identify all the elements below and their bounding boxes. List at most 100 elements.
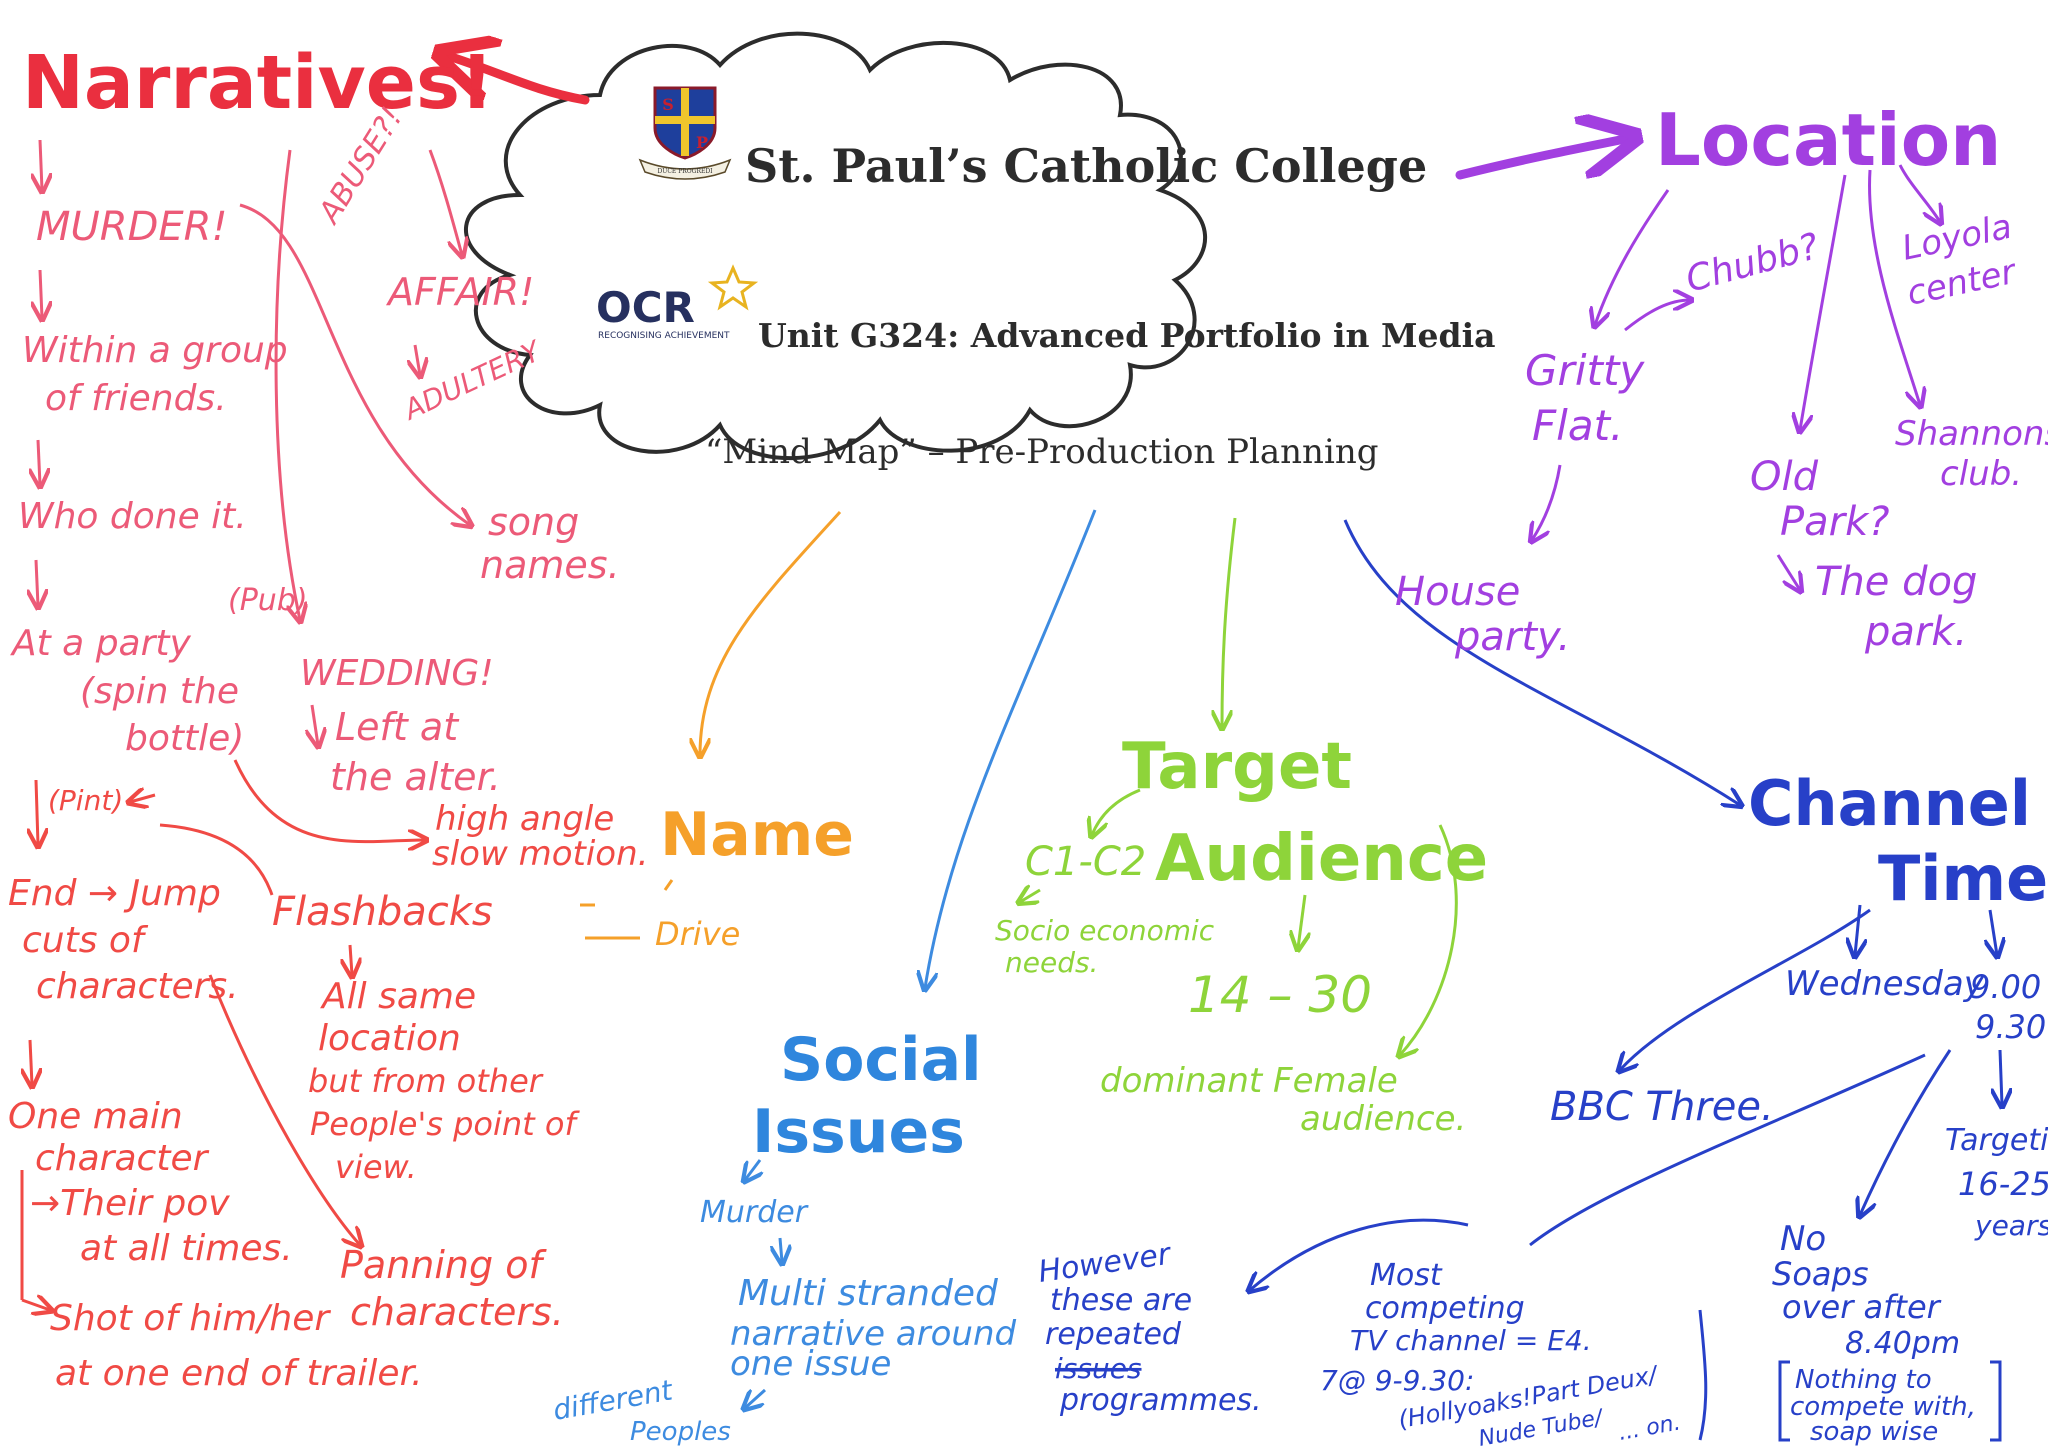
song-names-line2: names.	[480, 543, 620, 587]
social-title-line1: Social	[780, 1025, 982, 1095]
arrow-to-narratives	[445, 55, 590, 105]
no-soaps-line3: over after	[1782, 1288, 1942, 1326]
target-title-line2: Audience	[1155, 822, 1488, 896]
different-peoples-line2: Peoples	[630, 1417, 731, 1447]
shannons-line1: Shannons	[1895, 414, 2048, 454]
arrow-to-channel	[1343, 519, 1740, 805]
party-line3: bottle)	[125, 718, 244, 759]
arrow-to-location	[1455, 138, 1630, 180]
panning-line1: Panning of	[340, 1243, 547, 1287]
name-title: Name	[660, 800, 854, 870]
however-line1: However	[1036, 1237, 1174, 1290]
location-branch: Location Chubb? Loyola center Gritty Fla…	[1395, 98, 2048, 660]
targeting-line1: Targeting	[1945, 1123, 2048, 1158]
social-title-line2: Issues	[752, 1097, 965, 1167]
affair-label: AFFAIR!	[385, 270, 534, 314]
no-soaps-line4: 8.40pm	[1845, 1326, 1960, 1361]
dog-park-line2: park.	[1864, 609, 1967, 655]
arrow-to-target	[1222, 517, 1237, 727]
house-party-line2: party.	[1454, 614, 1570, 660]
unit-title: Unit G324: Advanced Portfolio in Media	[758, 316, 1496, 355]
central-cloud: S P DUCE PROGREDI St. Paul’s Catholic Co…	[464, 31, 1496, 472]
however-line5: programmes.	[1059, 1383, 1262, 1418]
ocr-logo: OCR RECOGNISING ACHIEVEMENT	[596, 264, 759, 341]
one-main-line2: character	[35, 1138, 210, 1179]
dominant-female-line1: dominant Female	[1100, 1061, 1398, 1101]
multi-stranded-line3: one issue	[730, 1344, 891, 1384]
name-drive: Drive	[655, 915, 740, 953]
end-jump-line2: cuts of	[22, 920, 149, 961]
most-competing-line3: TV channel = E4.	[1350, 1324, 1592, 1357]
ocr-star-icon	[707, 264, 759, 311]
target-audience-branch: Target Audience C1-C2 Socio economic nee…	[995, 730, 1488, 1139]
panning-line2: characters.	[350, 1290, 564, 1334]
social-murder: Murder	[700, 1195, 809, 1230]
house-party-line1: House	[1395, 569, 1520, 615]
wednesday-label: Wednesday	[1785, 964, 1985, 1004]
channel-title-line2: Time	[1878, 842, 2048, 915]
end-jump-line1: End → Jump	[8, 873, 221, 914]
c1-c2-label: C1-C2	[1025, 839, 1146, 885]
high-angle-line1: high angle	[435, 799, 614, 839]
arrow-to-social	[925, 509, 1097, 988]
socio-economic-line1: Socio economic	[995, 914, 1215, 947]
crest-letter-s: S	[662, 95, 674, 114]
name-branch: Name Drive	[580, 800, 854, 953]
left-altar-line1: Left at	[335, 705, 460, 749]
pov-line2: at all times.	[80, 1228, 293, 1269]
no-soaps-line7: soap wise	[1810, 1417, 1938, 1447]
left-altar-line2: the alter.	[330, 755, 501, 799]
ocr-wordmark: OCR	[596, 283, 695, 332]
old-park-line1: Old	[1750, 454, 1819, 500]
within-group-line2: of friends.	[45, 378, 227, 419]
same-location-line4: People's point of	[310, 1105, 580, 1143]
end-jump-line3: characters.	[36, 966, 239, 1007]
most-competing-line1: Most	[1370, 1258, 1443, 1293]
most-competing-line2: competing	[1365, 1291, 1525, 1326]
arrow-to-name	[700, 510, 842, 755]
no-soaps-line5: Nothing to	[1795, 1365, 1932, 1395]
no-soaps-line2: Soaps	[1772, 1255, 1868, 1293]
multi-stranded-line1: Multi stranded	[738, 1273, 999, 1314]
party-line1: At a party	[10, 623, 192, 664]
pov-line1: →Their pov	[30, 1183, 230, 1224]
pint-note: (Pint)	[48, 784, 123, 817]
high-angle-line2: slow motion.	[432, 834, 648, 874]
narratives-branch: Narratives! MURDER! Within a group of fr…	[8, 40, 648, 1394]
same-location-line2: location	[318, 1018, 461, 1059]
same-location-line3: but from other	[308, 1062, 544, 1100]
target-title-line1: Target	[1122, 730, 1352, 804]
one-main-line1: One main	[8, 1096, 183, 1137]
crest-letter-p: P	[696, 133, 708, 152]
age-range: 14 – 30	[1188, 966, 1372, 1024]
flashbacks-label: Flashbacks	[272, 889, 493, 935]
main-connectors	[445, 55, 1740, 988]
chubb-label: Chubb?	[1682, 226, 1824, 301]
most-competing-line7: ... on.	[1617, 1410, 1683, 1445]
crest-motto: DUCE PROGREDI	[657, 168, 713, 175]
however-line2: these are	[1050, 1283, 1192, 1318]
who-done-it: Who done it.	[18, 496, 247, 537]
channel-time-branch: Channel Time BBC Three. Wednesday 9.00 9…	[1036, 767, 2048, 1451]
shot-line2: at one end of trailer.	[55, 1353, 423, 1394]
same-location-line5: view.	[335, 1148, 417, 1186]
shannons-line2: club.	[1940, 454, 2022, 494]
time-line2: 9.30	[1975, 1008, 2046, 1046]
dominant-female-line2: audience.	[1300, 1099, 1466, 1139]
time-line1: 9.00	[1970, 968, 2041, 1006]
college-crest-icon: S P DUCE PROGREDI	[638, 86, 732, 180]
party-line2: (spin the	[80, 671, 239, 712]
targeting-line2: 16-25	[1958, 1165, 2048, 1203]
targeting-line3: years	[1974, 1209, 2048, 1242]
college-name: St. Paul’s Catholic College	[745, 139, 1427, 193]
socio-economic-line2: needs.	[1005, 946, 1098, 979]
most-competing-line4: 7@ 9-9.30:	[1320, 1364, 1474, 1397]
multi-stranded-line2: narrative around	[730, 1314, 1017, 1354]
narratives-title: Narratives!	[22, 40, 494, 126]
ocr-tagline: RECOGNISING ACHIEVEMENT	[598, 331, 730, 341]
wedding-label: WEDDING!	[300, 653, 494, 694]
shot-line1: Shot of him/her	[50, 1298, 331, 1339]
mind-map-subtitle: “Mind Map” – Pre-Production Planning	[705, 432, 1379, 472]
bbc-three-label: BBC Three.	[1550, 1084, 1774, 1130]
